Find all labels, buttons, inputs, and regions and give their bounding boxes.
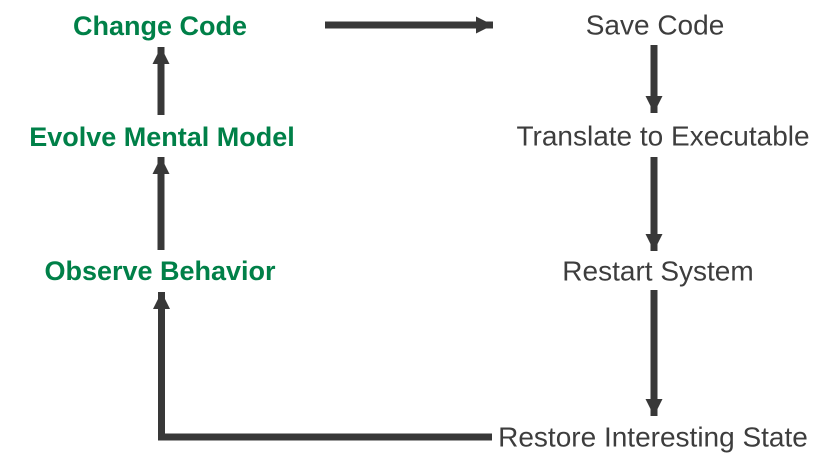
node-observe-behavior: Observe Behavior [44,256,276,287]
node-save-code: Save Code [585,9,725,41]
node-change-code: Change Code [72,11,248,42]
arrow-restore-interesting-state-to-observe-behavior [153,292,492,441]
node-restore-interesting-state: Restore Interesting State [498,421,808,453]
node-restart-system: Restart System [562,255,754,287]
node-translate-to-executable: Translate to Executable [516,120,810,152]
node-evolve-mental-model: Evolve Mental Model [29,122,295,153]
